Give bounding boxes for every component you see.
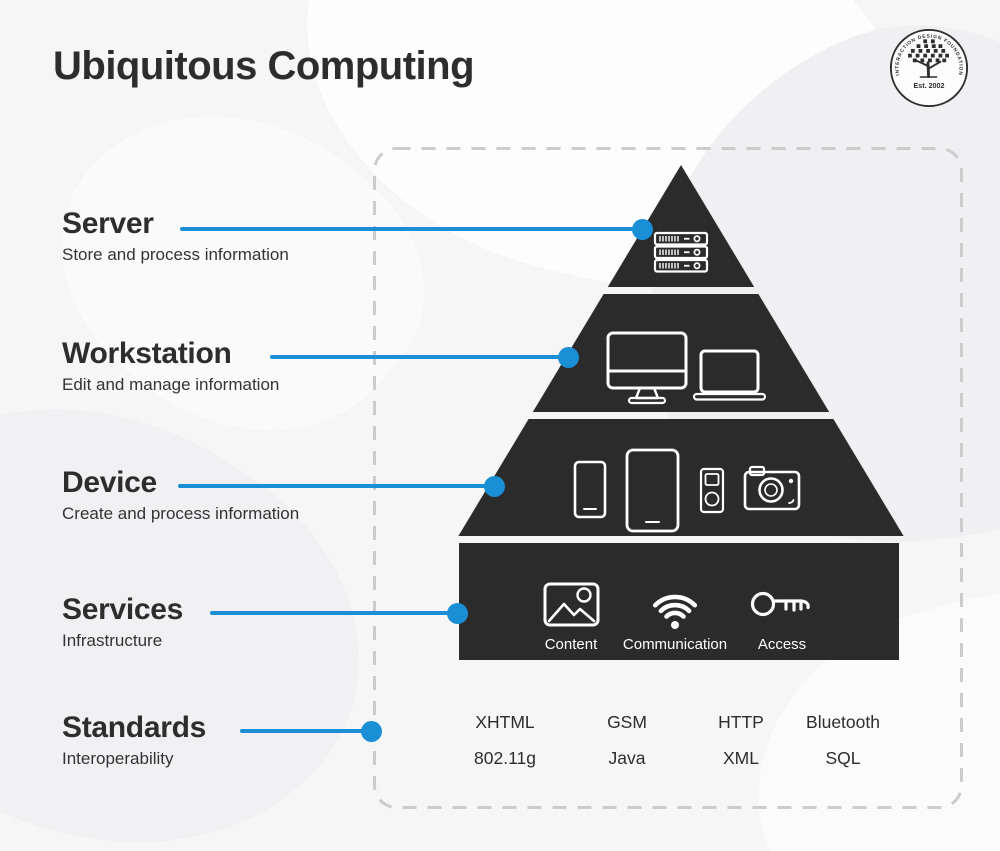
- logo-established-text: Est. 2002: [914, 82, 945, 90]
- layer-description-standards: Interoperability: [62, 748, 174, 768]
- layer-description-server: Store and process information: [62, 244, 289, 264]
- pyramid-layer-server: [607, 165, 755, 287]
- label-block-workstation: Workstation Edit and manage information: [62, 338, 279, 395]
- connector-dot-standards: [361, 720, 382, 742]
- layer-label-server: Server: [62, 207, 154, 240]
- label-block-device: Device Create and process information: [62, 467, 299, 524]
- standard-item-http: HTTP: [718, 712, 764, 732]
- connector-dot-workstation: [558, 346, 579, 368]
- layer-description-device: Create and process information: [62, 503, 300, 523]
- label-block-server: Server Store and process information: [62, 208, 289, 265]
- connector-workstation: [270, 346, 579, 368]
- key-icon: [750, 591, 810, 617]
- service-label-content: Content: [544, 636, 598, 653]
- standard-item-xhtml: XHTML: [475, 712, 535, 732]
- layer-description-workstation: Edit and manage information: [62, 374, 280, 394]
- image-icon: [543, 582, 600, 627]
- standard-item-sql: SQL: [825, 748, 861, 768]
- label-block-standards: Standards Interoperability: [62, 712, 206, 769]
- standard-item-bluetooth: Bluetooth: [806, 712, 880, 732]
- laptop-icon: [692, 349, 767, 401]
- tablet-icon: [625, 448, 680, 533]
- layer-description-services: Infrastructure: [62, 630, 163, 650]
- mp3-player-icon: [699, 467, 725, 514]
- camera-icon: [743, 465, 801, 511]
- desktop-monitor-icon: [606, 331, 688, 405]
- connector-dot-services: [447, 602, 468, 624]
- layer-label-workstation: Workstation: [62, 337, 232, 370]
- tree-icon: [908, 39, 949, 78]
- label-block-services: Services Infrastructure: [62, 594, 183, 651]
- wifi-icon: [652, 594, 698, 629]
- service-label-access: Access: [757, 636, 807, 653]
- idf-logo: INTERACTION DESIGN FOUNDATION Est. 2002: [889, 28, 969, 108]
- layer-label-device: Device: [62, 466, 157, 499]
- connector-server: [180, 218, 653, 240]
- connector-services: [210, 602, 468, 624]
- layer-label-standards: Standards: [62, 711, 207, 744]
- connector-standards: [240, 720, 382, 742]
- diagram-frame: [373, 147, 963, 809]
- services-bar: [459, 543, 899, 660]
- layer-label-services: Services: [62, 593, 184, 626]
- connector-device: [178, 475, 505, 497]
- page-title: Ubiquitous Computing: [53, 44, 475, 88]
- standard-item-80211g: 802.11g: [474, 748, 536, 768]
- connector-dot-server: [632, 218, 653, 240]
- pyramid-layer-device: [458, 419, 904, 536]
- connector-dot-device: [484, 475, 505, 497]
- standard-item-java: Java: [608, 748, 646, 768]
- standard-item-gsm: GSM: [607, 712, 647, 732]
- standard-item-xml: XML: [723, 748, 759, 768]
- smartphone-icon: [573, 460, 607, 519]
- service-label-communication: Communication: [622, 636, 728, 653]
